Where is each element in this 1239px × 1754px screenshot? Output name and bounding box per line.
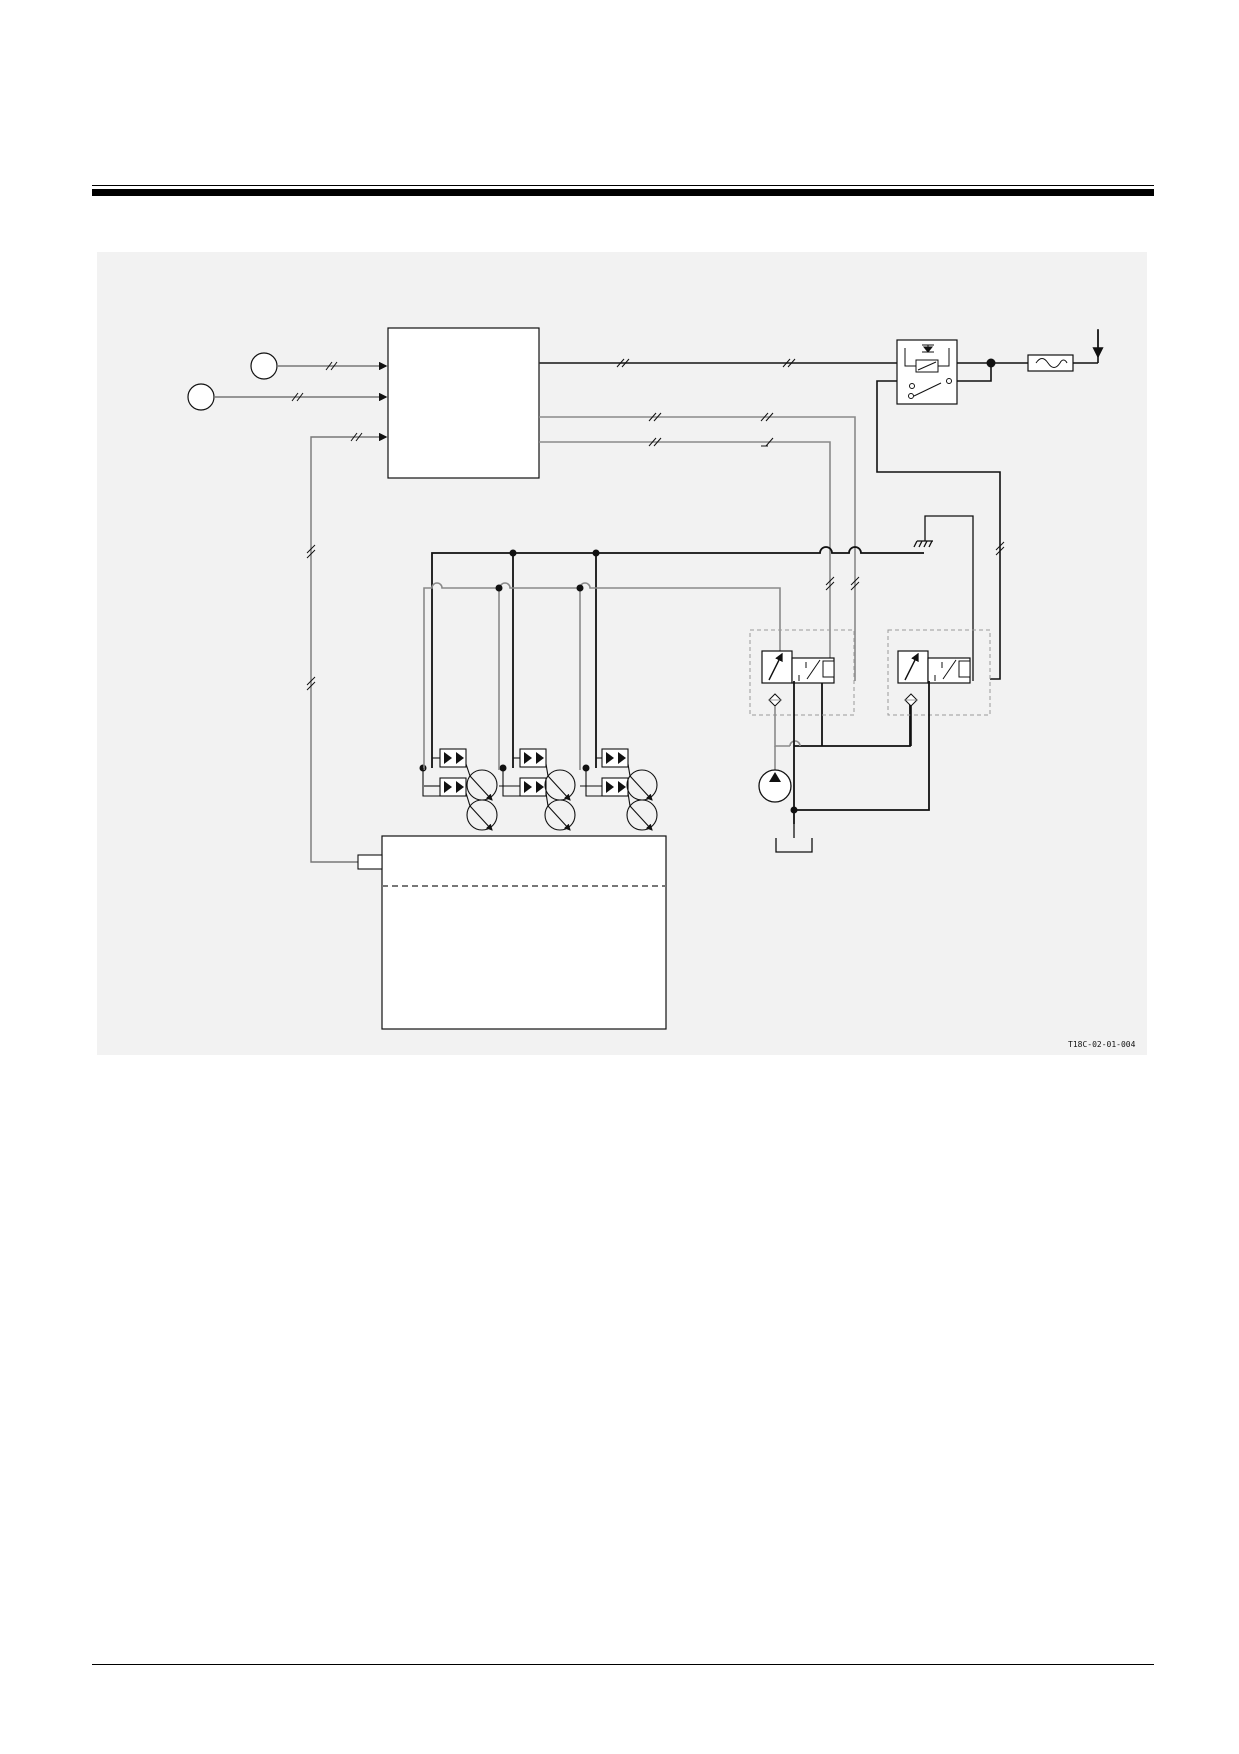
solenoid-valve-2 — [887, 629, 991, 716]
header-rule-thick — [92, 189, 1154, 196]
engine-sensor-connector — [357, 854, 383, 870]
pump-regulator-group-2 — [499, 748, 576, 831]
pilot-pump-lines — [774, 681, 930, 824]
pump-regulator-group-3 — [580, 748, 658, 831]
sensor-circle-2 — [187, 383, 215, 411]
footer-rule — [92, 1664, 1154, 1665]
main-bus-dark — [431, 546, 924, 768]
solenoid-valve-1 — [749, 629, 855, 716]
controller-box — [387, 327, 540, 479]
ground-symbol-top — [913, 515, 974, 681]
tank-symbol — [775, 824, 813, 853]
controller-output-wires — [539, 362, 897, 681]
wire-slash-marks-inputs — [291, 361, 363, 691]
pilot-pump — [758, 769, 792, 803]
engine-block — [357, 835, 667, 1030]
header-rule-thin — [92, 185, 1154, 186]
wire-slash-marks-outputs — [616, 358, 1005, 591]
sensor-circle-1 — [250, 352, 278, 380]
relay-junction-dot — [986, 358, 996, 368]
pilot-junction-dots — [495, 584, 584, 592]
relay-box — [896, 339, 958, 405]
controller-input-wires — [214, 361, 388, 863]
fuse — [1027, 354, 1074, 372]
pilot-bus-gray — [423, 582, 781, 770]
pump-regulator-group-1 — [422, 748, 498, 831]
figure-reference: T18C-02-01-004 — [1068, 1040, 1136, 1049]
bus-junction-dots — [419, 549, 798, 814]
